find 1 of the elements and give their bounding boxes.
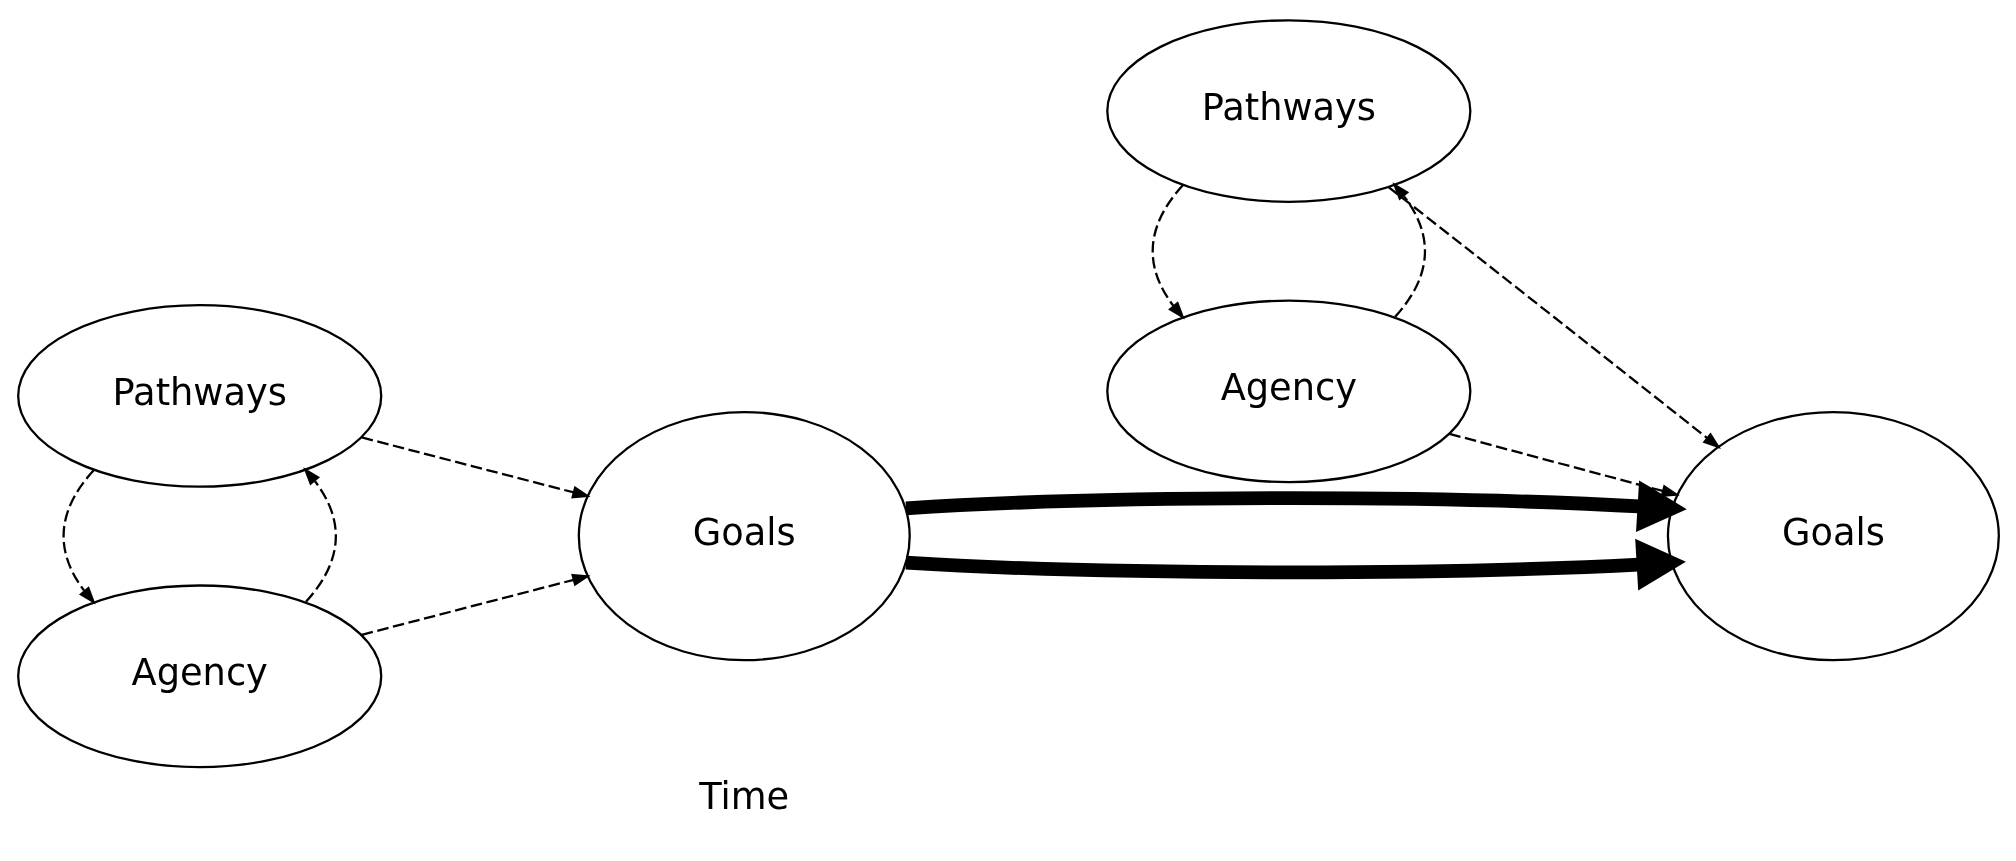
label: Time xyxy=(698,774,789,818)
